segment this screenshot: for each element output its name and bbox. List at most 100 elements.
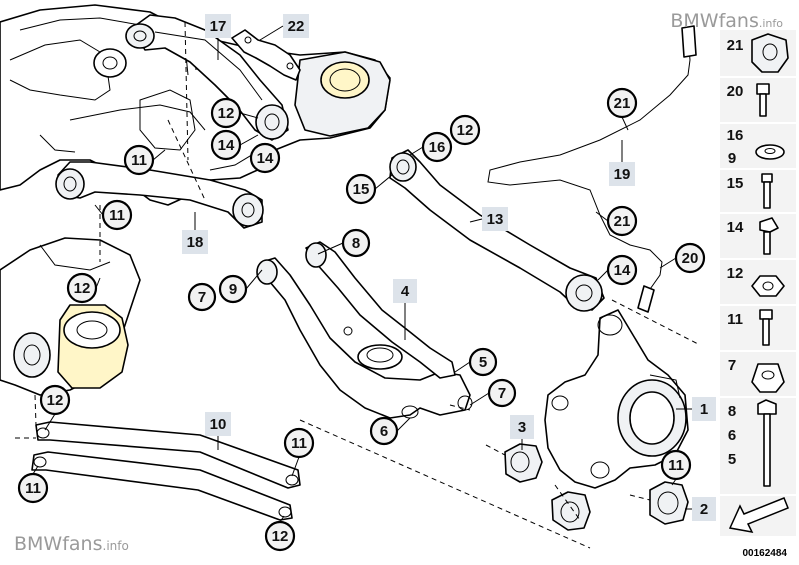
toe-link-drawing — [31, 421, 301, 521]
svg-text:16: 16 — [727, 127, 744, 144]
callout-4: 4 — [393, 279, 417, 303]
callout-21b: 21 — [606, 205, 638, 237]
callout-5: 5 — [468, 347, 498, 377]
svg-text:20: 20 — [682, 250, 699, 267]
hardware-legend: 21 20 16 9 15 14 — [720, 30, 796, 536]
svg-text:21: 21 — [614, 213, 631, 230]
callout-7b: 7 — [487, 378, 517, 408]
svg-text:3: 3 — [518, 419, 526, 436]
callout-10: 10 — [205, 412, 231, 436]
callout-6: 6 — [369, 416, 399, 446]
svg-text:11: 11 — [131, 152, 147, 169]
svg-text:9: 9 — [728, 150, 736, 167]
legend-row-7: 7 — [720, 352, 796, 396]
sensor-cable-drawing — [487, 25, 697, 313]
callout-20: 20 — [674, 242, 706, 274]
svg-text:11: 11 — [25, 480, 41, 497]
svg-text:11: 11 — [291, 435, 307, 452]
svg-text:18: 18 — [187, 234, 204, 251]
callout-18: 18 — [182, 230, 208, 254]
svg-text:5: 5 — [479, 354, 487, 371]
callout-3: 3 — [510, 415, 534, 439]
svg-text:16: 16 — [429, 139, 446, 156]
callouts: 17 22 18 13 19 4 10 3 1 2 12 14 14 11 11… — [17, 14, 716, 552]
svg-text:11: 11 — [109, 207, 125, 224]
svg-text:6: 6 — [728, 427, 736, 444]
svg-text:8: 8 — [728, 403, 736, 420]
legend-row-20: 20 — [720, 78, 796, 122]
callout-11a: 11 — [123, 144, 155, 176]
callout-16: 16 — [421, 131, 453, 163]
svg-text:12: 12 — [218, 105, 235, 122]
svg-text:10: 10 — [210, 416, 227, 433]
callout-12d: 12 — [264, 520, 296, 552]
svg-text:7: 7 — [728, 357, 736, 374]
callout-2: 2 — [692, 497, 716, 521]
diagram-id: 00162484 — [742, 548, 788, 559]
callout-12a: 12 — [210, 97, 242, 129]
callout-14a: 14 — [210, 129, 242, 161]
svg-text:6: 6 — [380, 423, 388, 440]
svg-text:20: 20 — [727, 83, 744, 100]
legend-row-15: 15 — [720, 170, 796, 212]
callout-12e: 12 — [449, 114, 481, 146]
wheel-carrier-drawing — [544, 309, 689, 489]
svg-text:17: 17 — [210, 18, 227, 35]
callout-8: 8 — [341, 228, 371, 258]
svg-text:11: 11 — [727, 311, 743, 328]
callout-9: 9 — [218, 274, 248, 304]
legend-row-21: 21 — [720, 30, 796, 76]
callout-1: 1 — [692, 397, 716, 421]
svg-text:14: 14 — [727, 219, 744, 236]
svg-text:21: 21 — [614, 95, 631, 112]
bushing-drawing — [504, 443, 689, 531]
svg-text:8: 8 — [352, 235, 360, 252]
legend-row-14: 14 — [720, 214, 796, 258]
svg-text:5: 5 — [728, 451, 736, 468]
svg-text:21: 21 — [727, 37, 744, 54]
svg-text:14: 14 — [614, 262, 631, 279]
callout-12c: 12 — [39, 384, 71, 416]
svg-text:12: 12 — [457, 122, 474, 139]
direction-arrow-icon — [720, 496, 796, 536]
svg-text:1: 1 — [700, 401, 708, 418]
callout-11c: 11 — [17, 472, 49, 504]
callout-19: 19 — [609, 162, 635, 186]
callout-12b: 12 — [66, 272, 98, 304]
svg-text:13: 13 — [487, 211, 504, 228]
svg-text:19: 19 — [614, 166, 631, 183]
callout-22: 22 — [283, 14, 309, 38]
svg-text:7: 7 — [498, 385, 506, 402]
svg-text:12: 12 — [47, 392, 64, 409]
svg-text:9: 9 — [229, 281, 237, 298]
legend-row-8-6-5: 8 6 5 — [720, 398, 796, 494]
svg-text:15: 15 — [727, 175, 744, 192]
legend-row-11: 11 — [720, 306, 796, 350]
lower-wishbone-drawing — [256, 241, 473, 419]
svg-text:11: 11 — [668, 457, 684, 474]
svg-text:7: 7 — [198, 289, 206, 306]
callout-14b: 14 — [249, 142, 281, 174]
svg-text:2: 2 — [700, 501, 708, 518]
callout-11b: 11 — [101, 199, 133, 231]
callout-11d: 11 — [283, 427, 315, 459]
bracket-drawing — [231, 29, 301, 81]
svg-text:12: 12 — [727, 265, 744, 282]
svg-text:14: 14 — [257, 150, 274, 167]
callout-7a: 7 — [187, 282, 217, 312]
callout-14c: 14 — [606, 254, 638, 286]
svg-text:12: 12 — [74, 280, 91, 297]
assembly-lines — [15, 21, 701, 549]
callout-13: 13 — [482, 207, 508, 231]
watermark-top: BMWfans.info — [670, 10, 783, 32]
watermark-bottom: BMWfans.info — [14, 533, 129, 555]
svg-text:22: 22 — [288, 18, 305, 35]
callout-15: 15 — [345, 173, 377, 205]
legend-row-12: 12 — [720, 260, 796, 304]
svg-text:12: 12 — [272, 528, 289, 545]
callout-11e: 11 — [660, 449, 692, 481]
legend-row-16-9: 16 9 — [720, 124, 796, 168]
svg-text:14: 14 — [218, 137, 235, 154]
subframe-mount-drawing — [0, 237, 141, 396]
